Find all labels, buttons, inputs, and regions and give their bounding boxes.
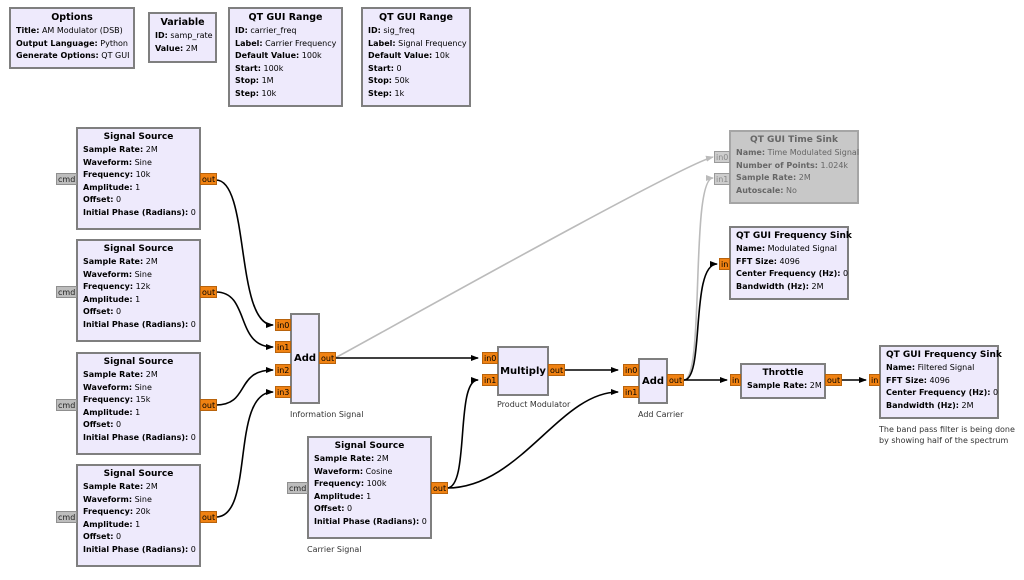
in1-port[interactable]: in1 — [275, 341, 291, 353]
signal-source-block-2[interactable]: Signal Source Sample Rate: 2M Waveform: … — [76, 239, 201, 342]
in1-port[interactable]: in1 — [623, 386, 639, 398]
cmd-port[interactable]: cmd — [56, 399, 77, 411]
edge-src3-to-add-in2[interactable] — [215, 367, 274, 406]
band-pass-comment-line-1: The band pass filter is being done — [879, 425, 1015, 434]
cmd-port[interactable]: cmd — [56, 511, 77, 523]
in0-port[interactable]: in0 — [275, 319, 291, 331]
edge-addcarrier-to-freqsink[interactable] — [683, 261, 718, 381]
edge-src4-to-add-in3[interactable] — [215, 389, 274, 518]
in0-port[interactable]: in0 — [714, 151, 730, 163]
in3-port[interactable]: in3 — [275, 386, 291, 398]
add-information-block[interactable]: Add — [290, 313, 320, 404]
out-port[interactable]: out — [825, 374, 842, 386]
in-port[interactable]: in — [869, 374, 880, 386]
signal-source-block-3[interactable]: Signal Source Sample Rate: 2M Waveform: … — [76, 352, 201, 455]
out-port[interactable]: out — [319, 352, 336, 364]
edge-addcarrier-to-timesink-in1[interactable] — [683, 175, 714, 381]
range-carrier-freq-block[interactable]: QT GUI Range ID: carrier_freq Label: Car… — [228, 7, 343, 107]
band-pass-comment-line-2: by showing half of the spectrum — [879, 436, 1009, 445]
carrier-signal-comment: Carrier Signal — [307, 545, 362, 554]
signal-source-block-1[interactable]: Signal Source Sample Rate: 2M Waveform: … — [76, 127, 201, 230]
param-title: Title: AM Modulator (DSB) — [16, 26, 123, 35]
out-port[interactable]: out — [200, 173, 217, 185]
edge-add-to-timesink-in0[interactable] — [334, 155, 714, 359]
in0-port[interactable]: in0 — [623, 364, 639, 376]
cmd-port[interactable]: cmd — [56, 286, 77, 298]
block-title: Options — [51, 12, 93, 23]
freq-sink-modulated-block[interactable]: QT GUI Frequency Sink Name: Modulated Si… — [729, 226, 852, 300]
options-block[interactable]: Options Title: AM Modulator (DSB) Output… — [9, 7, 135, 69]
range-sig-freq-block[interactable]: QT GUI Range ID: sig_freq Label: Signal … — [361, 7, 471, 107]
product-modulator-comment: Product Modulator — [497, 400, 571, 409]
time-sink-block[interactable]: QT GUI Time Sink Name: Time Modulated Si… — [729, 130, 859, 204]
multiply-block[interactable]: Multiply — [497, 346, 549, 396]
param-generate-options: Generate Options: QT GUI — [16, 51, 130, 61]
edge-src1-to-add-in0[interactable] — [215, 179, 274, 328]
in-port[interactable]: in — [730, 374, 741, 386]
throttle-block[interactable]: Throttle Sample Rate: 2M — [740, 363, 826, 399]
out-port[interactable]: out — [200, 399, 217, 411]
edge-carrier-to-addcarrier-in1[interactable] — [446, 389, 619, 489]
information-signal-comment: Information Signal — [290, 410, 364, 419]
in-port[interactable]: in — [719, 258, 730, 270]
block-title: QT GUI Range — [379, 12, 453, 23]
edge-carrier-to-multiply-in1[interactable] — [446, 377, 479, 489]
cmd-port[interactable]: cmd — [287, 482, 308, 494]
variable-samp-rate-block[interactable]: Variable ID: samp_rate Value: 2M — [148, 12, 217, 63]
in2-port[interactable]: in2 — [275, 364, 291, 376]
edge-src2-to-add-in1[interactable] — [215, 291, 274, 350]
out-port[interactable]: out — [548, 364, 565, 376]
out-port[interactable]: out — [200, 286, 217, 298]
param-output-language: Output Language: Python — [16, 38, 128, 48]
out-port[interactable]: out — [667, 374, 684, 386]
in1-port[interactable]: in1 — [482, 374, 498, 386]
in1-port[interactable]: in1 — [714, 173, 730, 185]
in0-port[interactable]: in0 — [482, 352, 498, 364]
add-carrier-comment: Add Carrier — [638, 410, 684, 419]
signal-source-block-4[interactable]: Signal Source Sample Rate: 2M Waveform: … — [76, 464, 201, 567]
block-title: QT GUI Range — [248, 12, 323, 23]
block-title: Variable — [160, 17, 205, 28]
cmd-port[interactable]: cmd — [56, 173, 77, 185]
add-carrier-block[interactable]: Add — [638, 358, 668, 404]
freq-sink-filtered-block[interactable]: QT GUI Frequency Sink Name: Filtered Sig… — [879, 345, 1002, 419]
carrier-signal-source-block[interactable]: Signal Source Sample Rate: 2M Waveform: … — [307, 436, 432, 539]
out-port[interactable]: out — [431, 482, 448, 494]
out-port[interactable]: out — [200, 511, 217, 523]
